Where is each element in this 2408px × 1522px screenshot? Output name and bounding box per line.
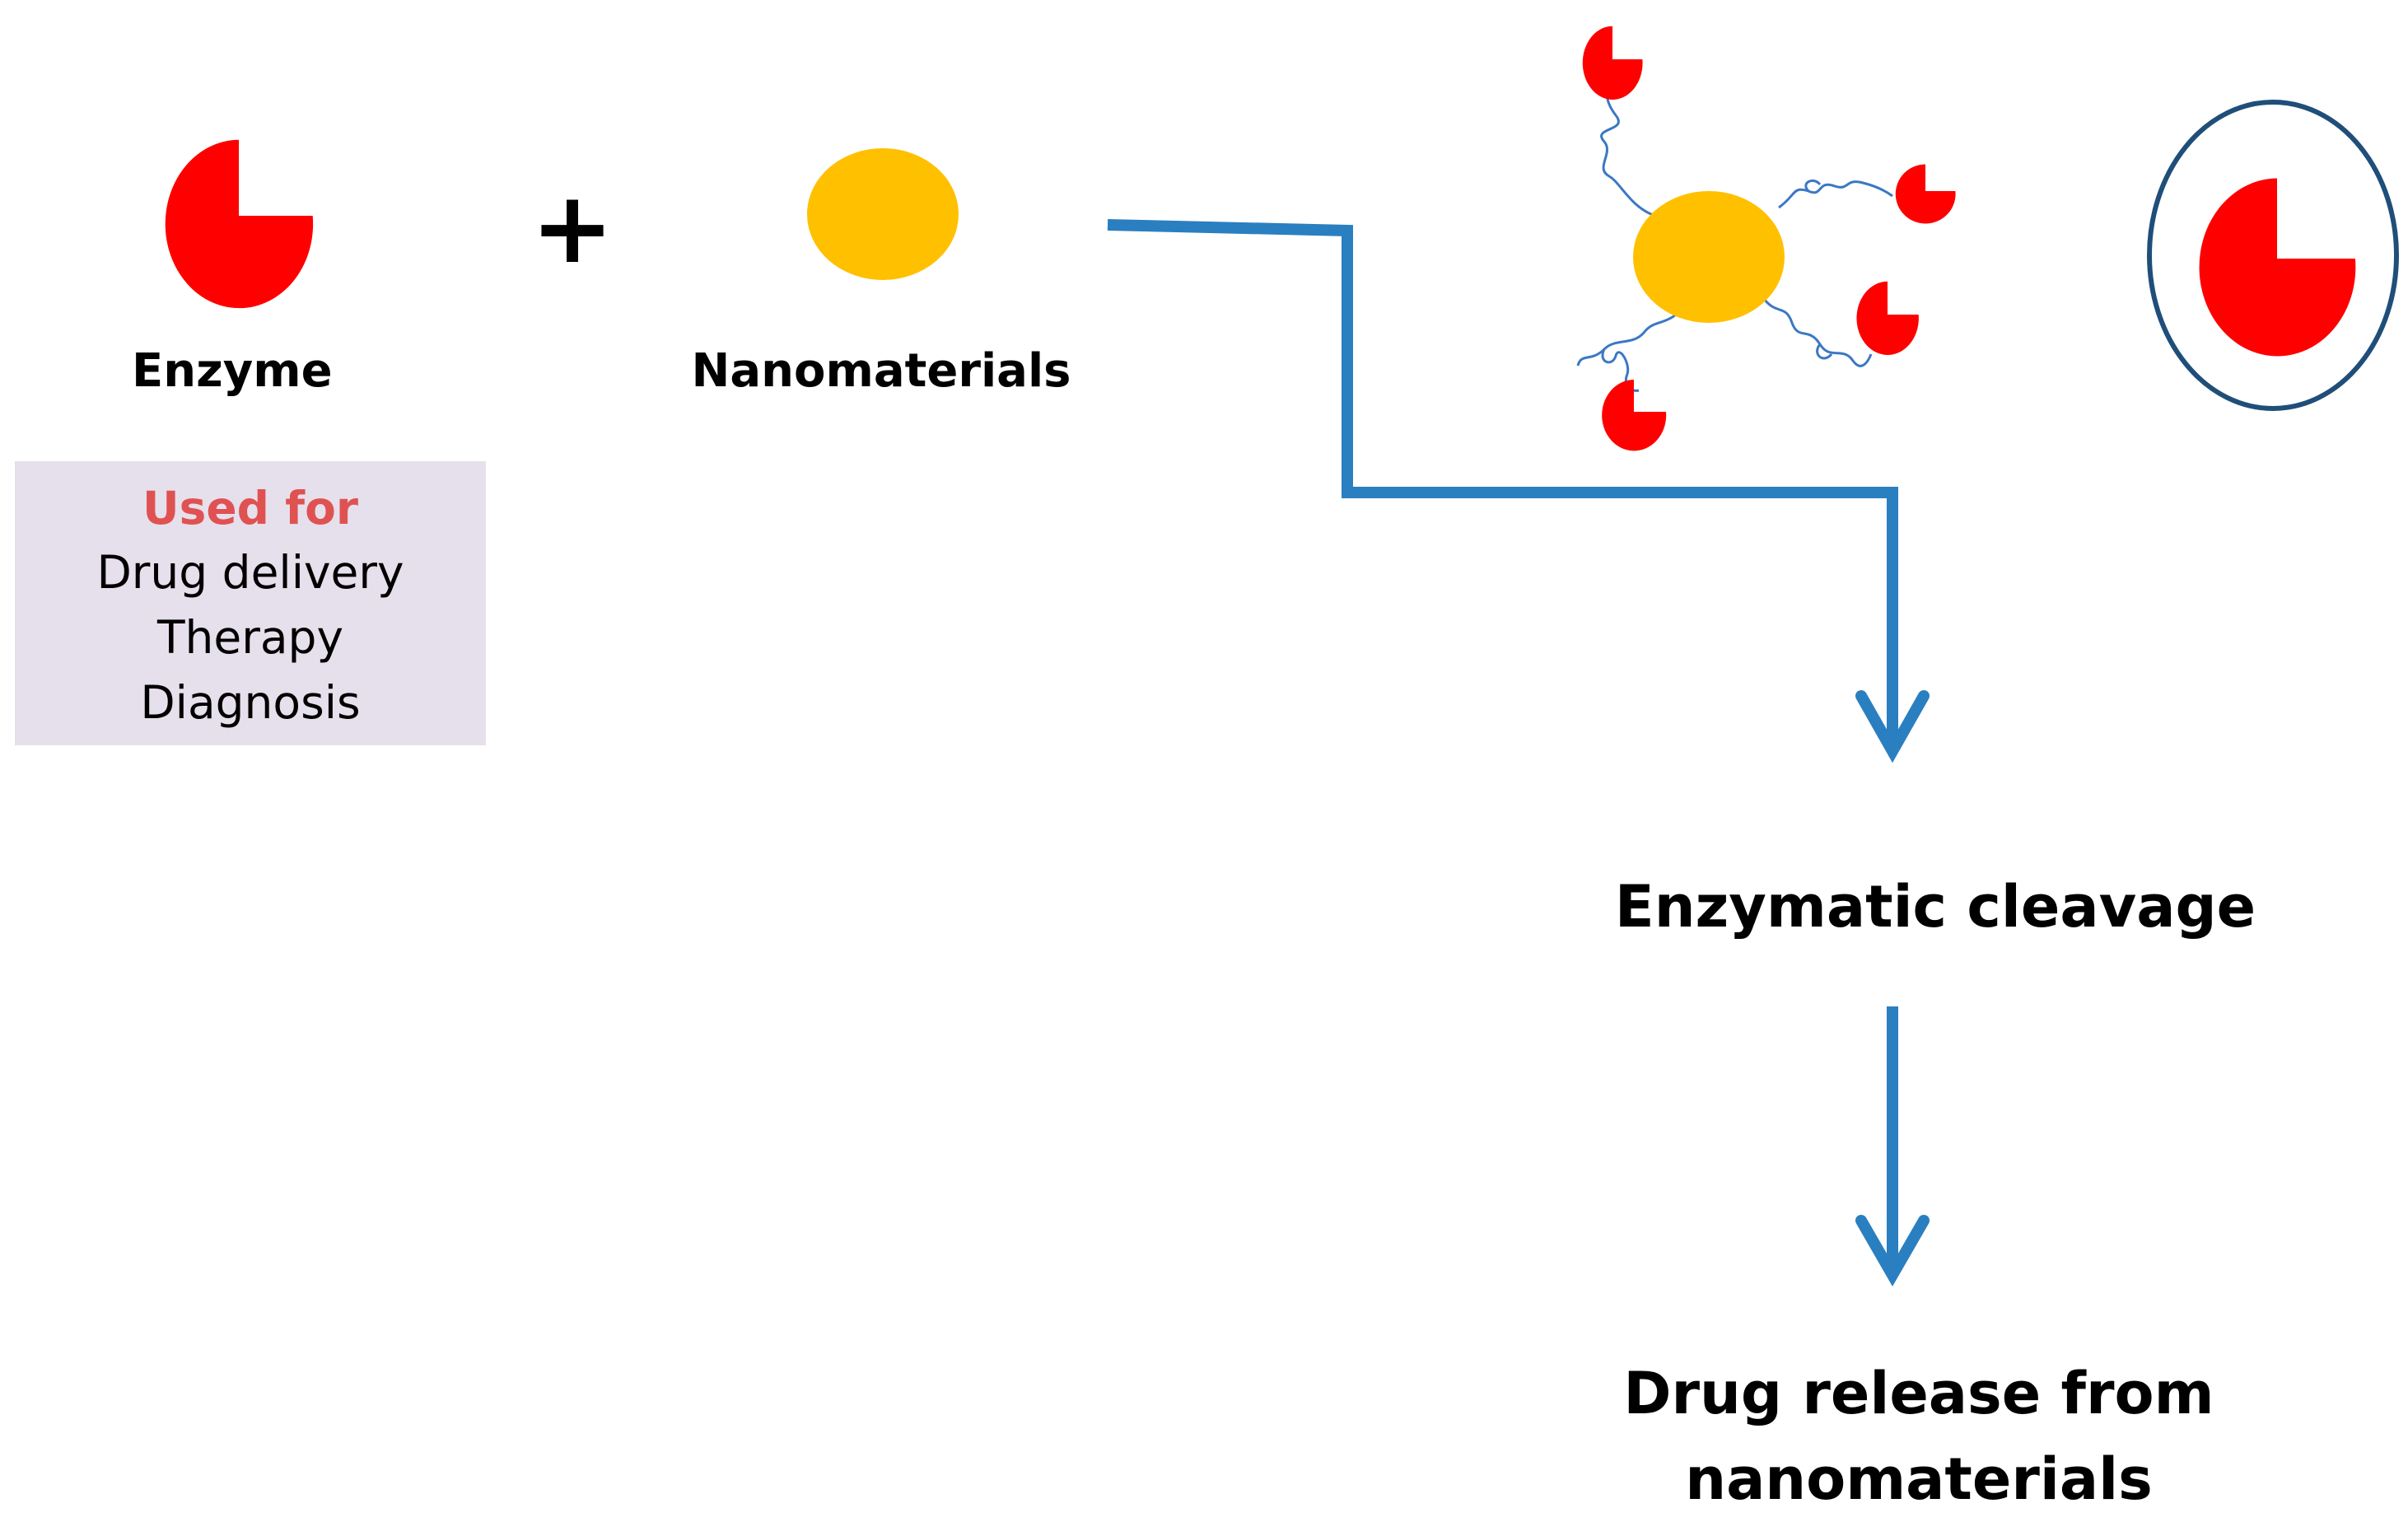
enzymatic-cleavage-label: Enzymatic cleavage: [1614, 873, 2256, 941]
nanoparticle-icon: [807, 148, 959, 280]
encapsulated-enzyme-icon: [2147, 100, 2399, 411]
enzyme-label: Enzyme: [132, 344, 333, 398]
use-item-therapy: Therapy: [156, 611, 344, 664]
arrowhead-2: [1855, 1215, 1930, 1287]
uses-box: Used for Drug delivery Therapy Diagnosis: [15, 461, 486, 745]
connector-line: [1107, 219, 1898, 751]
arrowhead-1: [1855, 690, 1930, 763]
process-arrow: [1107, 219, 1930, 1287]
conjugate-icon: [1576, 26, 1956, 451]
linker-chains: [1576, 64, 1893, 392]
drug-release-label: Drug release from nanomaterials: [1623, 1360, 2214, 1513]
use-item-drug-delivery: Drug delivery: [96, 546, 404, 599]
uses-title: Used for: [142, 482, 359, 535]
conjugate-core: [1633, 191, 1785, 323]
enzyme-icon: [165, 139, 314, 309]
plus-sign: +: [530, 171, 614, 286]
nanomaterials-label: Nanomaterials: [691, 344, 1071, 398]
use-item-diagnosis: Diagnosis: [140, 676, 361, 729]
